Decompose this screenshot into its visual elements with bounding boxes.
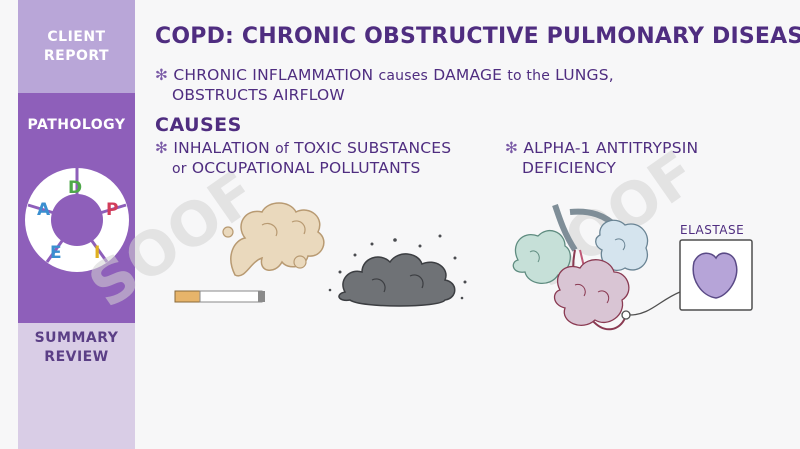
sidebar-item-summary-review[interactable]: SUMMARY REVIEW (18, 323, 135, 449)
sidebar-item-label: CLIENT (47, 28, 106, 45)
elastase-callout (621, 239, 753, 320)
adpie-p: P (106, 200, 118, 220)
cigarette-illustration (174, 290, 265, 303)
adpie-e: E (50, 243, 62, 263)
causes-heading: CAUSES (155, 114, 242, 136)
sidebar-item-label: PATHOLOGY (27, 117, 126, 133)
adpie-d: D (68, 178, 82, 198)
page-title: COPD: CHRONIC OBSTRUCTIVE PULMONARY DISE… (155, 24, 800, 49)
sidebar: CLIENT REPORT PATHOLOGY A D P E I SUMMAR… (18, 0, 135, 449)
bullet-icon: ✻ (505, 139, 519, 157)
sidebar-item-label: REPORT (43, 47, 110, 64)
definition-line-2: OBSTRUCTS AIRFLOW (172, 86, 345, 104)
sidebar-item-label: REVIEW (44, 349, 109, 365)
sidebar-item-label: SUMMARY (34, 330, 119, 346)
elastase-label: ELASTASE (680, 223, 745, 237)
smoke-illustration (222, 202, 325, 277)
definition-line-1: ✻ CHRONIC INFLAMMATION causes DAMAGE to … (155, 66, 614, 84)
bullet-icon: ✻ (155, 139, 169, 157)
cause-2-line-2: DEFICIENCY (522, 159, 617, 177)
adpie-wheel: A D P E I (25, 168, 129, 272)
pollutant-cloud-illustration (328, 234, 467, 307)
adpie-i: I (94, 243, 100, 263)
cause-1-line-1: ✻ INHALATION of TOXIC SUBSTANCES (155, 139, 452, 157)
sidebar-item-client-report[interactable]: CLIENT REPORT (18, 0, 135, 93)
alveoli-illustration (512, 204, 649, 331)
bullet-icon: ✻ (155, 66, 169, 84)
cause-2-line-1: ✻ ALPHA-1 ANTITRYPSIN (505, 139, 699, 157)
sidebar-item-pathology[interactable]: PATHOLOGY A D P E I (18, 93, 135, 323)
cause-1-line-2: or OCCUPATIONAL POLLUTANTS (172, 159, 421, 177)
adpie-a: A (37, 200, 51, 220)
